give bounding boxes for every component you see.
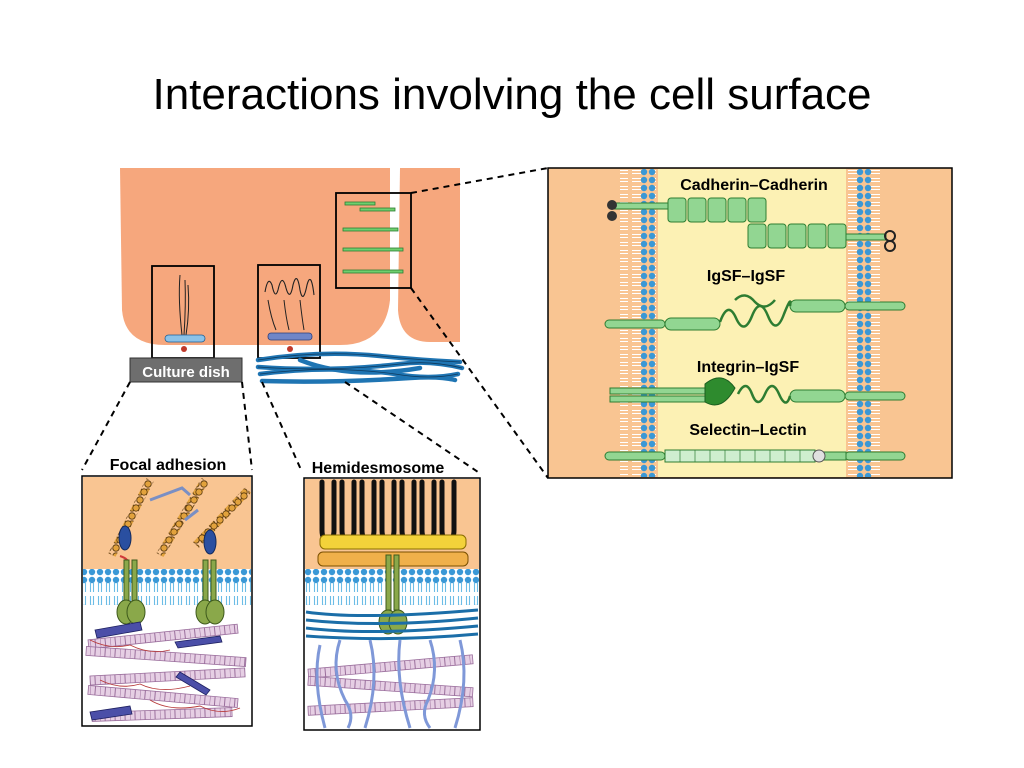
cell-junction-inset: [547, 167, 953, 479]
focal-adhesion-inset: [81, 475, 253, 727]
focal-adhesion-label: Focal adhesion: [110, 457, 226, 474]
cadherin-label: Cadherin–Cadherin: [680, 177, 828, 194]
culture-dish-label: Culture dish: [142, 364, 230, 381]
integrin-label: Integrin–IgSF: [697, 359, 799, 376]
hemidesmosome-inset: [303, 477, 481, 731]
right-membrane: [848, 169, 884, 477]
culture-dish-plate: [129, 357, 243, 383]
slide-title: Interactions involving the cell surface: [152, 70, 872, 119]
selectin-label: Selectin–Lectin: [689, 422, 806, 439]
igsf-label: IgSF–IgSF: [707, 268, 785, 285]
cell-body-right: [398, 168, 460, 342]
cell-body-left: [120, 168, 390, 345]
junction-zoom-box: [335, 192, 412, 289]
hemidesmosome-label: Hemidesmosome: [312, 460, 445, 477]
